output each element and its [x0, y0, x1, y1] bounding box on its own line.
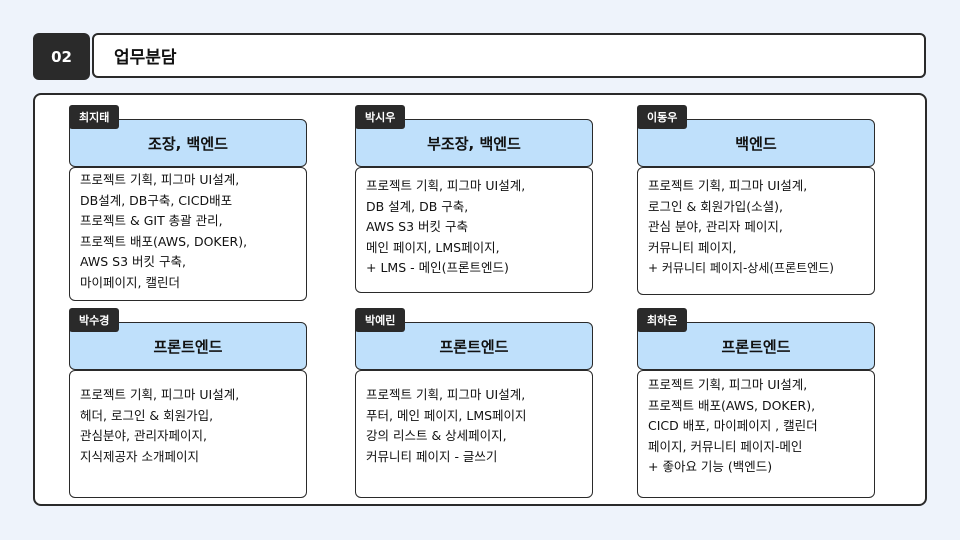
task-line: DB설계, DB구축, CICD배포	[80, 192, 233, 208]
header-title-box: 업무분담	[92, 33, 926, 78]
task-line: 프로젝트 기획, 피그마 UI설계,	[80, 387, 240, 402]
member-tasks-box: 프로젝트 기획, 피그마 UI설계, 푸터, 메인 페이지, LMS페이지 강의…	[355, 370, 593, 498]
member-tasks-box: 프로젝트 기획, 피그마 UI설계, DB설계, DB구축, CICD배포 프로…	[69, 167, 307, 301]
member-role: 프론트엔드	[721, 337, 791, 356]
task-line: 마이페이지, 캘린더	[80, 274, 180, 290]
member-name-tag: 최하은	[637, 308, 688, 332]
member-name-tag: 최지태	[69, 105, 120, 129]
task-line: + LMS - 메인(프론트엔드)	[366, 260, 509, 275]
task-line: 프로젝트 기획, 피그마 UI설계,	[648, 377, 808, 392]
task-line: 푸터, 메인 페이지, LMS페이지	[366, 407, 527, 423]
task-line: CICD 배포, 마이페이지 , 캘린더	[648, 418, 818, 433]
task-line: 프로젝트 배포(AWS, DOKER),	[80, 233, 248, 249]
task-line: 메인 페이지, LMS페이지,	[366, 239, 500, 255]
task-line: 헤더, 로그인 & 회원가입,	[80, 407, 214, 423]
member-role: 백엔드	[735, 134, 777, 153]
member-role: 조장, 백엔드	[148, 134, 228, 153]
task-line: 프로젝트 & GIT 총괄 관리,	[80, 213, 223, 228]
task-line: AWS S3 버킷 구축,	[80, 254, 186, 269]
member-role-box: 조장, 백엔드	[69, 119, 307, 167]
member-tasks-box: 프로젝트 기획, 피그마 UI설계, 프로젝트 배포(AWS, DOKER), …	[637, 370, 875, 498]
task-line: 프로젝트 기획, 피그마 UI설계,	[366, 178, 526, 193]
member-name-tag: 박수경	[69, 308, 120, 332]
member-role: 프론트엔드	[439, 337, 509, 356]
task-line: DB 설계, DB 구축,	[366, 198, 469, 214]
task-line: 프로젝트 기획, 피그마 UI설계,	[648, 178, 808, 193]
section-number: 02	[51, 47, 72, 66]
member-name-tag: 박시우	[355, 105, 406, 129]
section-number-badge: 02	[33, 33, 90, 80]
member-role: 프론트엔드	[153, 337, 223, 356]
task-line: AWS S3 버킷 구축	[366, 219, 468, 234]
member-name-tag: 박예린	[355, 308, 406, 332]
task-line: + 커뮤니티 페이지-상세(프론트엔드)	[648, 261, 834, 275]
page-title: 업무분담	[114, 48, 177, 68]
task-line: 프로젝트 배포(AWS, DOKER),	[648, 397, 816, 413]
task-line: 관심분야, 관리자페이지,	[80, 428, 207, 443]
task-line: 지식제공자 소개페이지	[80, 448, 199, 464]
member-name-tag: 이동우	[637, 105, 688, 129]
task-line: + 좋아요 기능 (백엔드)	[648, 459, 773, 474]
task-line: 커뮤니티 페이지,	[648, 239, 737, 255]
member-tasks-box: 프로젝트 기획, 피그마 UI설계, DB 설계, DB 구축, AWS S3 …	[355, 167, 593, 293]
task-line: 커뮤니티 페이지 - 글쓰기	[366, 448, 498, 464]
task-line: 프로젝트 기획, 피그마 UI설계,	[366, 387, 526, 402]
task-line: 강의 리스트 & 상세페이지,	[366, 428, 507, 443]
member-role-box: 부조장, 백엔드	[355, 119, 593, 167]
task-line: 페이지, 커뮤니티 페이지-메인	[648, 438, 803, 454]
task-line: 로그인 & 회원가입(소셜),	[648, 198, 783, 214]
task-line: 프로젝트 기획, 피그마 UI설계,	[80, 172, 240, 187]
member-role: 부조장, 백엔드	[427, 134, 521, 153]
member-tasks-box: 프로젝트 기획, 피그마 UI설계, 로그인 & 회원가입(소셜), 관심 분야…	[637, 167, 875, 295]
member-tasks-box: 프로젝트 기획, 피그마 UI설계, 헤더, 로그인 & 회원가입, 관심분야,…	[69, 370, 307, 498]
task-line: 관심 분야, 관리자 페이지,	[648, 219, 783, 234]
